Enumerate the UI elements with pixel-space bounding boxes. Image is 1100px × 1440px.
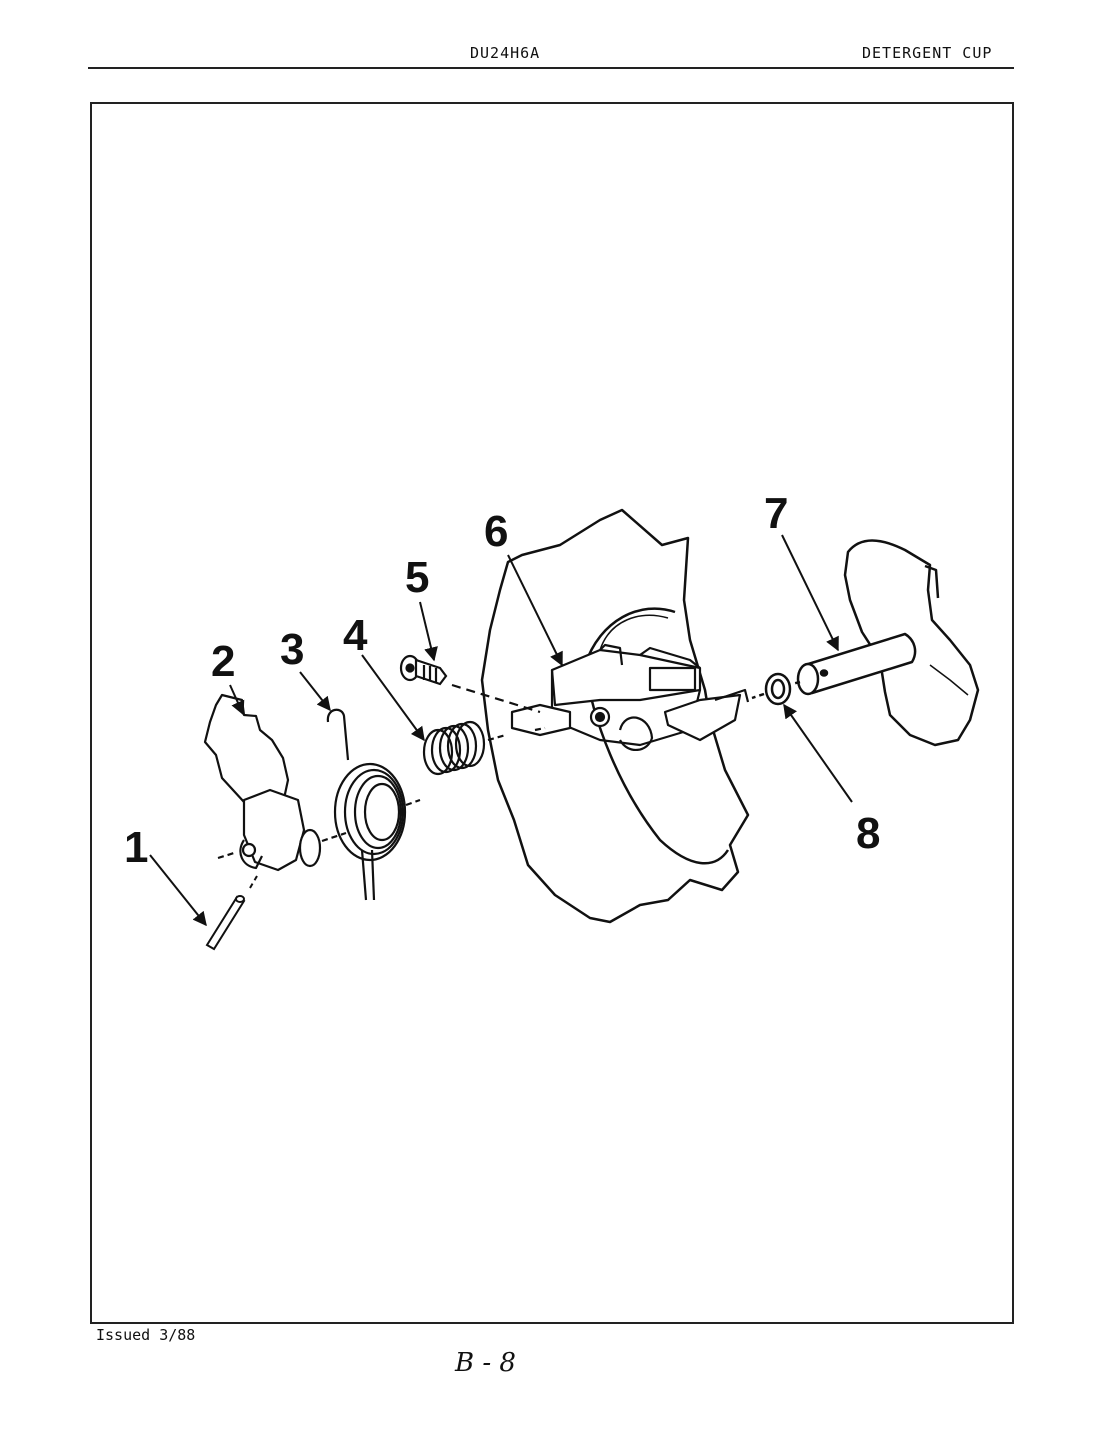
page-number: B - 8: [455, 1348, 516, 1378]
leader-4: [361, 654, 425, 742]
torsion-spring: [326, 708, 421, 901]
leader-3: [299, 671, 331, 712]
leader-1: [149, 854, 207, 927]
callout-3: 3: [280, 625, 304, 674]
callout-2: 2: [211, 637, 235, 686]
callout-6: 6: [484, 507, 508, 556]
mounting-screw: [399, 654, 541, 714]
leader-2: [229, 684, 245, 716]
latch-bracket: [510, 643, 750, 751]
cup-cover-shaft: [791, 539, 980, 747]
compression-spring: [422, 720, 546, 776]
leader-6: [507, 554, 563, 667]
washer: [751, 672, 792, 706]
leader-lines: [149, 534, 853, 927]
callout-8: 8: [856, 809, 880, 858]
leader-8: [783, 703, 853, 803]
callout-1: 1: [124, 823, 148, 872]
leader-7: [781, 534, 839, 652]
header-rule: [88, 67, 1014, 69]
callout-4: 4: [343, 611, 368, 660]
leader-5: [419, 601, 438, 662]
roll-pin: [205, 875, 258, 951]
callout-7: 7: [764, 489, 788, 538]
diagram-frame: [90, 102, 1014, 1324]
callout-5: 5: [405, 553, 429, 602]
issued-date: Issued 3/88: [96, 1326, 196, 1344]
cam-actuator: [203, 693, 347, 872]
section-title: DETERGENT CUP: [862, 44, 993, 62]
model-number: DU24H6A: [470, 44, 541, 62]
